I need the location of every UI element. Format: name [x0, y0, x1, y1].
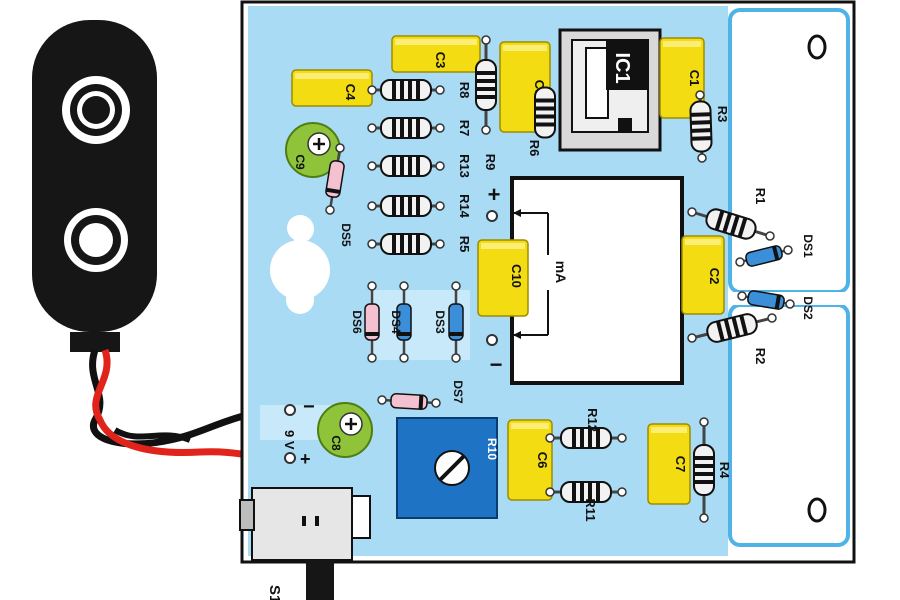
resistor-r12: R12 — [545, 408, 627, 449]
capacitor-c2-label: C2 — [707, 268, 722, 285]
resistor-r6-label: R6 — [527, 140, 542, 157]
battery-terminals: − 9 V + — [282, 396, 315, 469]
resistor-r14: R14 — [367, 194, 472, 219]
diode-ds7-label: DS7 — [451, 380, 465, 404]
meter-unit-label: mA — [553, 261, 569, 284]
diode-ds3-label: DS3 — [433, 310, 447, 334]
diode-ds2-label: DS2 — [801, 296, 815, 320]
capacitor-c1-label: C1 — [687, 70, 702, 87]
capacitor-c7: C7 — [647, 423, 691, 505]
capacitor-c1: C1 — [659, 37, 705, 119]
s1-label: S1 — [266, 585, 283, 600]
electrolytic-c9-label: C9 — [293, 154, 307, 170]
diode-ds1-label: DS1 — [801, 234, 815, 258]
resistor-r11: R11 — [545, 481, 627, 522]
capacitor-c6-label: C6 — [535, 452, 550, 469]
resistor-r2-label: R2 — [753, 348, 768, 365]
resistor-r4-label: R4 — [717, 462, 732, 479]
capacitor-c2: C2 — [681, 235, 725, 315]
diode-ds5-label: DS5 — [339, 223, 353, 247]
components-layer: C3C4C5C1C10C2C6C7C9C8R8R7R13R14R5R9R6R3R… — [285, 35, 815, 523]
resistor-r4: R4 — [693, 417, 732, 523]
electrolytic-c8-label: C8 — [329, 435, 343, 451]
resistor-r9: R9 — [475, 35, 498, 171]
resistor-r7-label: R7 — [457, 120, 472, 137]
resistor-r13-label: R13 — [457, 154, 472, 178]
diode-ds2: DS2 — [737, 290, 815, 320]
diode-ds6-label: DS6 — [350, 310, 364, 334]
diode-ds4: DS4 — [389, 281, 412, 363]
electrolytic-c8: C8 — [317, 402, 373, 458]
meter-minus-label: − — [490, 352, 503, 377]
capacitor-c6: C6 — [507, 419, 553, 501]
trimmer-r10: R10 — [396, 417, 499, 519]
switch-s1: S1 — [239, 487, 371, 600]
battery-plus-label: + — [300, 449, 311, 469]
capacitor-c3-label: C3 — [433, 52, 448, 69]
ic1-label: IC1 — [611, 52, 633, 83]
capacitor-c3: C3 — [391, 35, 481, 73]
resistor-r11-label: R11 — [583, 498, 598, 521]
resistor-r3-label: R3 — [715, 106, 730, 123]
battery-minus-label: − — [303, 396, 315, 418]
diode-ds7: DS7 — [377, 380, 465, 410]
diode-ds3: DS3 — [433, 281, 464, 363]
capacitor-c4-label: C4 — [343, 84, 358, 101]
resistor-r14-label: R14 — [457, 194, 472, 219]
resistor-r13: R13 — [367, 154, 472, 178]
resistor-r3: R3 — [689, 90, 730, 163]
resistor-r7: R7 — [367, 117, 472, 139]
diode-ds1: DS1 — [735, 234, 815, 267]
electrolytic-c9: C9 — [285, 122, 341, 178]
resistor-r5: R5 — [367, 233, 472, 255]
resistor-r2: R2 — [687, 313, 777, 365]
resistor-r6: R6 — [527, 86, 556, 157]
resistor-r1: R1 — [687, 188, 775, 241]
resistor-r1-label: R1 — [753, 188, 768, 205]
meter-plus-label: + — [488, 182, 501, 207]
battery-clip — [32, 20, 157, 352]
battery-voltage-label: 9 V — [282, 430, 297, 450]
diode-ds6: DS6 — [350, 281, 380, 363]
resistor-r8: R8 — [367, 79, 472, 101]
r10-label: R10 — [485, 438, 499, 460]
capacitor-c10: C10 — [477, 239, 529, 317]
meter-window: mA + − — [486, 176, 684, 385]
ic1-regulator: IC1 — [558, 28, 662, 152]
diode-ds5: DS5 — [325, 143, 353, 247]
resistor-r12-label: R12 — [585, 408, 600, 432]
resistor-r9-label: R9 — [483, 154, 498, 171]
resistor-r5-label: R5 — [457, 236, 472, 253]
resistor-r8-label: R8 — [457, 82, 472, 99]
diode-ds4-label: DS4 — [389, 310, 403, 334]
capacitor-c7-label: C7 — [673, 456, 688, 473]
capacitor-c4: C4 — [291, 69, 373, 107]
capacitor-c10-label: C10 — [509, 264, 524, 288]
